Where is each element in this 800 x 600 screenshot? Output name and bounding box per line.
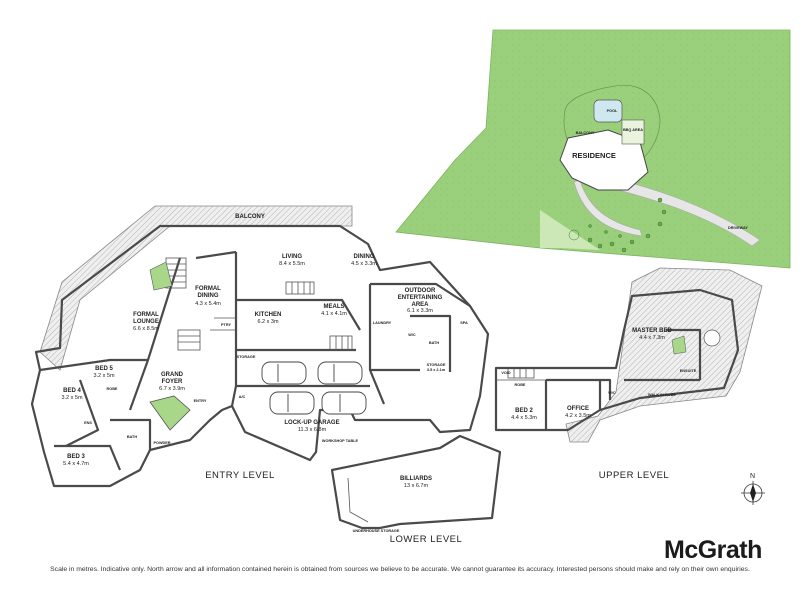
room-bed2: BED 2 xyxy=(515,408,533,414)
ensuite-garden xyxy=(671,335,687,355)
label-upper-wc: W/C xyxy=(608,391,616,395)
label-storage2: STORAGE xyxy=(237,355,256,359)
room-formal-dining-dims: 4.3 x 5.4m xyxy=(195,301,221,307)
balcony-area xyxy=(39,205,353,371)
label-storage: STORAGE xyxy=(427,363,446,367)
entry-level-title: ENTRY LEVEL xyxy=(205,470,275,481)
room-billiards-dims: 13 x 6.7m xyxy=(404,483,429,489)
label-entry: ENTRY xyxy=(194,399,207,403)
label-bath2: BATH xyxy=(127,435,138,439)
room-bed2-dims: 4.4 x 5.3m xyxy=(511,415,537,421)
label-underhouse-storage: UNDERHOUSE STORAGE xyxy=(353,529,400,533)
room-dining-dims: 4.5 x 3.3m xyxy=(351,261,377,267)
label-spa: SPA xyxy=(460,321,468,325)
room-bed5: BED 5 xyxy=(95,366,113,372)
label-bath: BATH xyxy=(429,341,440,345)
entry-level-plan: BALCONY LIVING 8.4 x 5.5m DINING 4.5 x 3… xyxy=(30,205,535,488)
room-bed3-dims: 5.4 x 4.7m xyxy=(63,461,89,467)
ensuite-bath xyxy=(703,329,721,347)
room-dining: DINING xyxy=(354,254,375,260)
disclaimer-text: Scale in metres. Indicative only. North … xyxy=(50,566,750,573)
label-walk-in-robe: WALK IN ROBE xyxy=(648,393,677,397)
room-meals: MEALS xyxy=(324,304,345,310)
room-balcony: BALCONY xyxy=(235,214,265,220)
upper-level-plan: MASTER BED 4.4 x 7.3m OFFICE 4.2 x 3.5m … xyxy=(494,267,763,481)
room-bed3: BED 3 xyxy=(67,454,85,460)
room-kitchen: KITCHEN xyxy=(255,312,282,318)
label-upper-robe: ROBE xyxy=(515,383,526,387)
lower-level-title: LOWER LEVEL xyxy=(390,534,463,545)
room-living: LIVING xyxy=(282,254,302,260)
upper-level-title: UPPER LEVEL xyxy=(599,470,669,481)
room-office: OFFICE xyxy=(567,406,589,412)
label-laundry: LAUNDRY xyxy=(373,321,392,325)
label-robe: ROBE xyxy=(107,387,118,391)
bbq-label: BBQ AREA xyxy=(623,128,643,132)
room-master-bed-dims: 4.4 x 7.3m xyxy=(639,335,665,341)
label-void: VOID xyxy=(501,371,511,375)
entry-interior-walls xyxy=(39,250,471,471)
site-plan: POOL BBQ AREA RESIDENCE BALCONY DRIVEWAY xyxy=(395,29,791,269)
upper-outer-wall xyxy=(494,288,740,432)
room-bed4-dims: 3.2 x 5m xyxy=(61,395,83,401)
driveway xyxy=(599,174,761,247)
site-trees xyxy=(568,197,667,253)
room-living-dims: 8.4 x 5.5m xyxy=(279,261,305,267)
dining-garden xyxy=(149,261,173,291)
room-meals-dims: 4.1 x 4.1m xyxy=(321,311,347,317)
compass-label: N xyxy=(750,473,756,480)
room-kitchen-dims: 6.2 x 3m xyxy=(257,319,279,325)
room-garage: LOCK-UP GARAGE xyxy=(284,420,339,426)
pool-area xyxy=(593,99,623,123)
entry-outer-wall xyxy=(30,224,490,488)
room-formal-lounge-dims: 6.6 x 8.5m xyxy=(133,326,159,332)
bbq-area xyxy=(621,119,645,145)
room-outdoor-entertaining-dims: 6.1 x 3.3m xyxy=(407,308,433,314)
room-grand-foyer-dims: 6.7 x 3.9m xyxy=(159,386,185,392)
room-billiards: BILLIARDS xyxy=(400,476,432,482)
north-arrow-icon xyxy=(741,481,765,505)
residence-footprint xyxy=(559,129,649,191)
site-balcony-label: BALCONY xyxy=(576,131,595,135)
garage-cars xyxy=(261,361,367,415)
label-ensuite: ENSUITE xyxy=(680,369,697,373)
driveway-curve xyxy=(573,179,643,237)
room-office-dims: 4.2 x 3.5m xyxy=(565,413,591,419)
room-bed5-dims: 3.2 x 5m xyxy=(93,373,115,379)
label-ac: A/C xyxy=(239,395,246,399)
room-bed4: BED 4 xyxy=(63,388,81,394)
mcgrath-logo: McGrath xyxy=(664,536,762,564)
billiards-outline xyxy=(330,434,502,530)
lower-level-plan: BILLIARDS 13 x 6.7m UNDERHOUSE STORAGE L… xyxy=(330,434,502,545)
foyer-garden xyxy=(149,395,191,431)
site-lawn-light xyxy=(540,210,600,250)
driveway-label: DRIVEWAY xyxy=(728,226,748,230)
room-master-bed: MASTER BED xyxy=(632,328,672,334)
residence-label: RESIDENCE xyxy=(572,151,616,160)
label-storage-dims: 3.5 x 2.1m xyxy=(427,368,446,372)
room-garage-dims: 11.3 x 6.8m xyxy=(298,427,327,433)
label-powder: POWDER xyxy=(153,441,170,445)
label-pantry: PTRY xyxy=(221,323,231,327)
upper-balcony xyxy=(565,267,763,443)
label-wc: W/C xyxy=(408,333,416,337)
pool-label: POOL xyxy=(607,109,618,113)
label-ens: ENS xyxy=(84,421,92,425)
label-workshop: WORKSHOP TABLE xyxy=(322,439,359,443)
upper-interior-walls xyxy=(496,328,702,430)
